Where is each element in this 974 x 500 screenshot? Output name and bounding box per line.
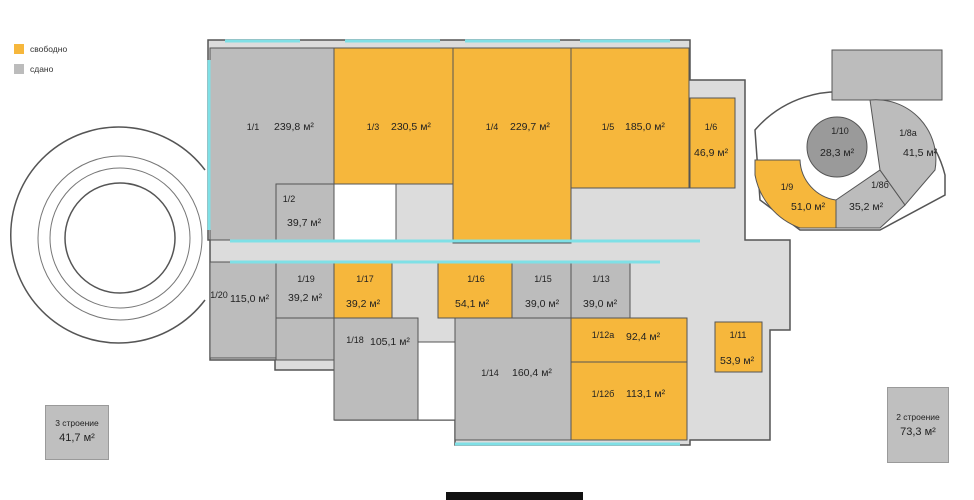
- room-id-label: 1/10: [831, 126, 849, 136]
- building-2-title: 2 строение: [896, 412, 940, 422]
- room-id-label: 1/3: [367, 122, 380, 132]
- room-area-label: 39,0 м²: [583, 298, 618, 310]
- building-2-area: 73,3 м²: [900, 426, 936, 438]
- room-area-label: 46,9 м²: [694, 147, 729, 159]
- room-id-label: 1/4: [486, 122, 499, 132]
- room-area-label: 39,0 м²: [525, 298, 560, 310]
- room-id-label: 1/13: [592, 274, 610, 284]
- restroom-block: [333, 183, 397, 241]
- room-id-label: 1/6: [705, 122, 718, 132]
- room-id-label: 1/19: [297, 274, 315, 284]
- windows: [207, 39, 700, 446]
- small-room: [275, 317, 335, 361]
- left-rotunda: [10, 126, 206, 344]
- room-1-5[interactable]: [570, 47, 690, 189]
- room-1-18[interactable]: [333, 317, 419, 421]
- room-id-label: 1/17: [356, 274, 374, 284]
- room-id-label: 1/5: [602, 122, 615, 132]
- room-area-label: 51,0 м²: [791, 201, 826, 213]
- room-1-12a[interactable]: [570, 317, 688, 363]
- room-id-label: 1/12а: [592, 330, 615, 340]
- free-swatch: [14, 44, 24, 54]
- legend: свободно сдано: [14, 44, 67, 84]
- stairwell: [417, 341, 456, 421]
- room-id-label: 1/18: [346, 335, 364, 345]
- room-area-label: 185,0 м²: [625, 121, 665, 133]
- room-area-label: 230,5 м²: [391, 121, 431, 133]
- room-area-label: 229,7 м²: [510, 121, 550, 133]
- rented-swatch: [14, 64, 24, 74]
- room-id-label: 1/11: [730, 330, 747, 340]
- room-area-label: 41,5 м²: [903, 147, 938, 159]
- room-id-label: 1/20: [210, 290, 228, 300]
- room-area-label: 113,1 м²: [626, 388, 666, 400]
- legend-label-rented: сдано: [30, 64, 54, 74]
- building-3-area: 41,7 м²: [59, 432, 95, 444]
- room-1-8a[interactable]: [869, 99, 937, 206]
- room-area-label: 39,2 м²: [346, 298, 381, 310]
- room-area-label: 35,2 м²: [849, 201, 884, 213]
- room-1-4[interactable]: [452, 47, 572, 244]
- room-area-label: 28,3 м²: [820, 147, 855, 159]
- room-1-2[interactable]: [275, 183, 335, 241]
- room-id-label: 1/16: [467, 274, 485, 284]
- room-1-6[interactable]: [689, 97, 736, 189]
- legend-item-free: свободно: [14, 44, 67, 54]
- room-area-label: 53,9 м²: [720, 355, 755, 367]
- room-id-label: 1/1: [247, 122, 260, 132]
- room-1-19[interactable]: [275, 261, 335, 319]
- room-area-label: 115,0 м²: [230, 293, 270, 305]
- room-id-label: 1/8б: [871, 180, 889, 190]
- room-area-label: 54,1 м²: [455, 298, 490, 310]
- room-id-label: 1/9: [781, 182, 794, 192]
- legend-label-free: свободно: [30, 44, 68, 54]
- room-1-3[interactable]: [333, 47, 454, 185]
- room-1-20[interactable]: [209, 261, 277, 359]
- building-3-title: 3 строение: [55, 418, 99, 428]
- building-3-card[interactable]: 3 строение 41,7 м²: [45, 405, 109, 460]
- legend-item-rented: сдано: [14, 64, 67, 74]
- room-area-label: 39,7 м²: [287, 217, 322, 229]
- bottom-bar: [446, 492, 583, 500]
- room-1-11[interactable]: [714, 321, 763, 373]
- room-1-8b[interactable]: [835, 169, 906, 229]
- room-1-12b[interactable]: [570, 361, 688, 441]
- room-area-label: 239,8 м²: [274, 121, 314, 133]
- building-2-card[interactable]: 2 строение 73,3 м²: [887, 387, 949, 463]
- room-area-label: 105,1 м²: [370, 336, 410, 348]
- room-area-label: 160,4 м²: [512, 367, 552, 379]
- room-id-label: 1/12б: [592, 389, 615, 399]
- room-1-14[interactable]: [454, 317, 572, 441]
- room-id-label: 1/14: [481, 368, 499, 378]
- room-area-label: 92,4 м²: [626, 331, 661, 343]
- room-1-17[interactable]: [333, 261, 393, 319]
- room-area-label: 39,2 м²: [288, 292, 323, 304]
- room-id-label: 1/8а: [899, 128, 917, 138]
- room-id-label: 1/15: [534, 274, 552, 284]
- room-id-label: 1/2: [283, 194, 296, 204]
- room-1-10[interactable]: [806, 116, 868, 178]
